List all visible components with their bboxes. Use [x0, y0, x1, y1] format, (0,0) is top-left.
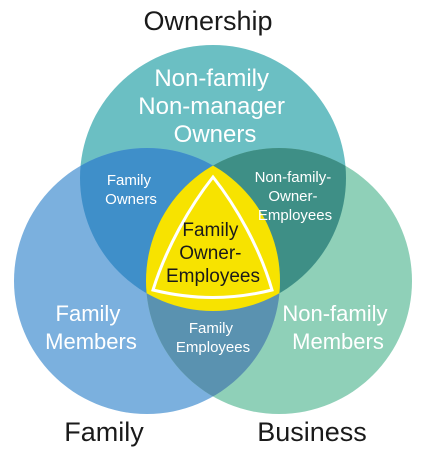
- ownership-title: Ownership: [143, 6, 272, 36]
- center-region: [146, 148, 280, 311]
- ownership-only-line-1: Non-family: [154, 65, 269, 92]
- family-only-line-2: Members: [45, 329, 137, 354]
- family-owners-label: Family Owners: [105, 172, 157, 208]
- center-label: Family Owner- Employees: [166, 220, 260, 287]
- nonfamily-owner-employees-label: Non-family- Owner- Employees: [255, 169, 336, 224]
- business-only-label: Non-family Members: [282, 301, 393, 354]
- family-only-label: Family Members: [45, 301, 137, 354]
- ownership-only-line-2: Non-manager: [138, 93, 285, 120]
- family-employees-line-1: Family: [189, 320, 234, 337]
- center-line-3: Employees: [166, 266, 260, 287]
- nonfamily-owner-employees-line-1: Non-family-: [255, 169, 332, 186]
- family-owners-line-1: Family: [107, 172, 152, 189]
- family-employees-label: Family Employees: [176, 320, 250, 356]
- nonfamily-owner-employees-line-3: Employees: [258, 207, 332, 224]
- business-only-line-2: Members: [292, 329, 384, 354]
- family-employees-line-2: Employees: [176, 339, 250, 356]
- center-line-2: Owner-: [179, 243, 241, 264]
- center-line-1: Family: [182, 220, 238, 241]
- center-outline: [151, 174, 274, 299]
- family-owners-line-2: Owners: [105, 191, 157, 208]
- ownership-only-line-3: Owners: [174, 121, 257, 148]
- business-title: Business: [257, 417, 367, 447]
- ownership-only-label: Non-family Non-manager Owners: [138, 65, 291, 148]
- family-only-line-1: Family: [56, 301, 121, 326]
- business-only-line-1: Non-family: [282, 301, 387, 326]
- nonfamily-owner-employees-line-2: Owner-: [268, 188, 317, 205]
- family-title: Family: [64, 417, 144, 447]
